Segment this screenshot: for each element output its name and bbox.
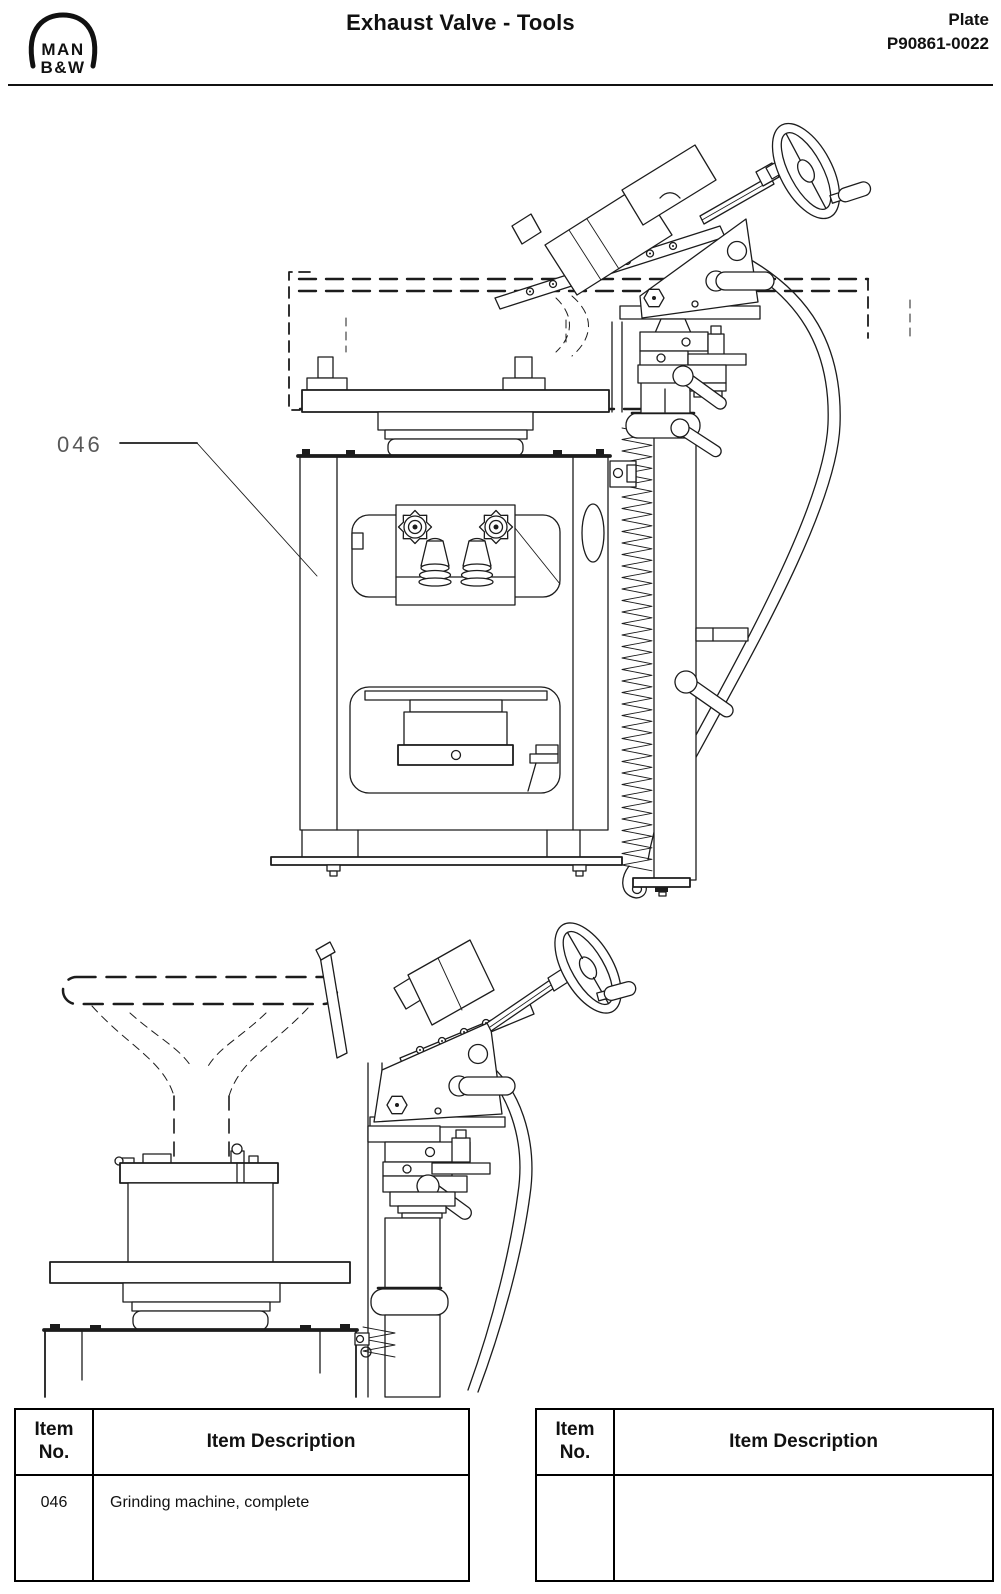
lower-clamp-stack — [354, 1116, 506, 1398]
motor-end-cap — [511, 213, 542, 245]
logo-arc — [28, 12, 98, 69]
clamp-lever-3 — [674, 670, 734, 718]
power-cable-lower — [467, 1059, 533, 1393]
parts-table-right: Item No. Item Description — [535, 1408, 994, 1582]
spindle-flange-stack — [49, 1143, 351, 1331]
column-foot — [622, 865, 691, 899]
grinding-head-panel — [349, 686, 561, 794]
logo-text-bw: B&W — [40, 58, 85, 77]
callout-046: 046 — [57, 432, 318, 577]
item-description-cell: Grinding machine, complete — [110, 1494, 310, 1511]
cable-grommet — [467, 1043, 489, 1065]
nozzle-left — [418, 537, 452, 587]
star-knob-right — [478, 509, 514, 545]
plate-label: Plate — [948, 10, 989, 29]
man-bw-logo: MAN B&W — [28, 12, 98, 77]
column-shelf — [695, 627, 749, 642]
drive-assembly-upper — [494, 122, 872, 319]
mounting-flange — [301, 356, 610, 457]
table-header-row: Item No. Item Description — [537, 1410, 992, 1476]
phantom-handwheel — [61, 975, 339, 1164]
item-no-header: Item No. — [537, 1410, 615, 1474]
wheel-handle-knob — [596, 981, 637, 1002]
motor-junction-box — [621, 144, 717, 226]
bracket-plate — [639, 218, 759, 319]
machine-base — [270, 829, 623, 877]
table-row — [537, 1476, 992, 1580]
lower-view — [42, 922, 637, 1398]
bracket-lever — [448, 1075, 516, 1097]
cable-grommet — [726, 240, 748, 262]
spring-hook — [362, 1326, 396, 1358]
page-title: Exhaust Valve - Tools — [346, 10, 575, 35]
header-divider — [8, 84, 993, 86]
upper-view — [270, 122, 911, 899]
wheel-handle-knob — [829, 181, 872, 204]
base-box — [42, 1324, 359, 1398]
item-no-header: Item No. — [16, 1410, 94, 1474]
clamp-lever-2 — [670, 418, 722, 458]
hand-wheel — [771, 122, 841, 220]
item-no-cell — [537, 1476, 615, 1580]
knob-panel — [351, 504, 561, 606]
plate-block: Plate P90861-0022 — [887, 8, 989, 56]
side-port — [581, 503, 605, 563]
nozzle-right — [460, 537, 494, 587]
feed-column — [609, 305, 761, 899]
feed-screw-thread — [621, 427, 653, 872]
callout-label: 046 — [57, 432, 103, 457]
table-row: 046 Grinding machine, complete — [16, 1476, 468, 1580]
motor-body — [407, 939, 495, 1026]
item-description-header: Item Description — [729, 1431, 878, 1452]
parts-table-left: Item No. Item Description 046 Grinding m… — [14, 1408, 470, 1582]
item-no-cell: 046 — [16, 1476, 94, 1580]
item-description-cell — [615, 1476, 992, 1580]
plate-number: P90861-0022 — [886, 33, 989, 53]
body-column-bracket — [609, 460, 637, 488]
table-header-row: Item No. Item Description — [16, 1410, 468, 1476]
bracket-plate — [373, 1021, 503, 1123]
star-knob-left — [397, 509, 433, 545]
clamp-stack — [637, 318, 747, 398]
logo-text-man: MAN — [41, 40, 84, 59]
item-description-header: Item Description — [206, 1431, 356, 1452]
hand-wheel — [554, 922, 622, 1014]
drive-assembly-lower — [373, 922, 637, 1123]
machine-body — [270, 449, 623, 877]
clamp-lever-1 — [672, 365, 727, 410]
bracket-lever — [705, 270, 775, 292]
